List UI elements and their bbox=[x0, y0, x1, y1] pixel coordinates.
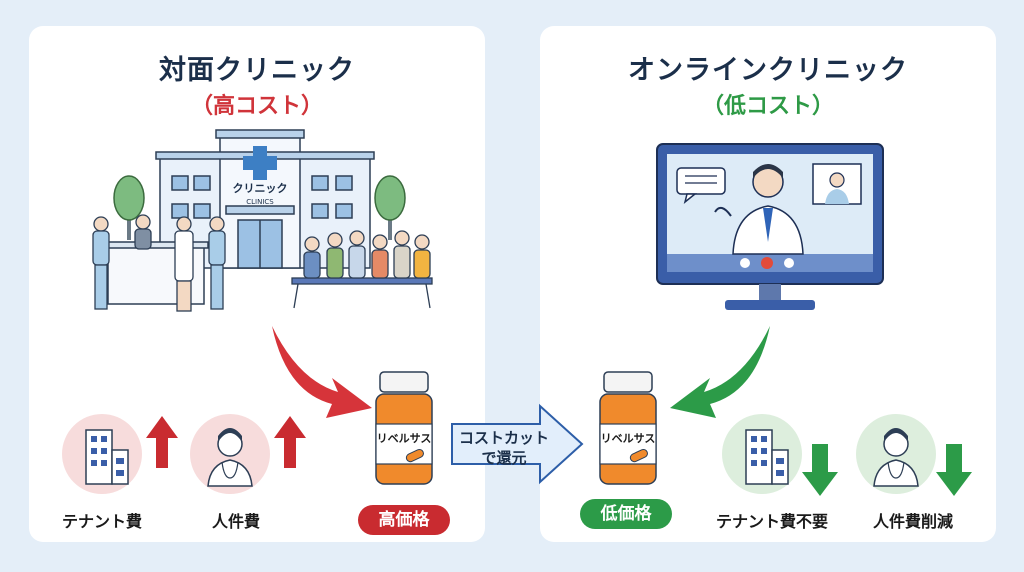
no-tenant-cost-down-arrow-icon bbox=[802, 444, 838, 496]
high-price-badge: 高価格 bbox=[358, 505, 450, 535]
no-tenant-cost-building-icon bbox=[722, 414, 838, 496]
cost-cut-text: コストカット bbox=[458, 429, 549, 447]
personnel-cost-reduction-down-arrow-icon bbox=[936, 444, 972, 496]
tenant-cost-up-arrow-icon bbox=[146, 416, 178, 468]
low-price-badge: 低価格 bbox=[580, 499, 672, 529]
low-cost-subtitle: （低コスト） bbox=[701, 94, 834, 119]
medicine-bottle-left-icon bbox=[375, 371, 433, 485]
medicine-bottle-right-icon bbox=[599, 371, 657, 485]
personnel-cost-reduction-doctor-icon bbox=[856, 414, 972, 496]
high-cost-subtitle: （高コスト） bbox=[190, 94, 323, 119]
clinic-sign-en-text: CLINICS bbox=[246, 198, 274, 206]
clinic-sign-text: クリニック bbox=[233, 182, 288, 195]
bottle-label-left: リベルサス bbox=[376, 432, 432, 445]
tree-left-icon bbox=[113, 175, 145, 240]
clinic-scene-illustration: クリニック CLINICS bbox=[92, 129, 433, 312]
personnel-cost-up-arrow-icon bbox=[274, 416, 306, 468]
online-clinic-title: オンラインクリニック bbox=[628, 55, 908, 86]
tree-right-icon bbox=[374, 175, 406, 240]
tenant-cost-label: テナント費 bbox=[62, 512, 143, 531]
no-tenant-cost-label: テナント費不要 bbox=[715, 512, 828, 531]
waiting-patients-icon bbox=[291, 230, 433, 309]
bottle-label-right: リベルサス bbox=[600, 432, 656, 445]
red-flow-arrow-icon bbox=[272, 326, 372, 418]
online-consultation-monitor-icon bbox=[656, 143, 884, 310]
in-person-clinic-title: 対面クリニック bbox=[159, 55, 355, 86]
personnel-cost-reduction-label: 人件費削減 bbox=[872, 512, 953, 531]
tenant-cost-building-icon bbox=[62, 414, 178, 494]
green-flow-arrow-icon bbox=[670, 326, 770, 418]
personnel-cost-label: 人件費 bbox=[211, 512, 260, 531]
return-text: で還元 bbox=[481, 449, 527, 467]
staff-group-icon bbox=[92, 214, 226, 312]
personnel-cost-doctor-icon bbox=[190, 414, 306, 494]
cost-cut-arrow-icon bbox=[451, 403, 584, 485]
